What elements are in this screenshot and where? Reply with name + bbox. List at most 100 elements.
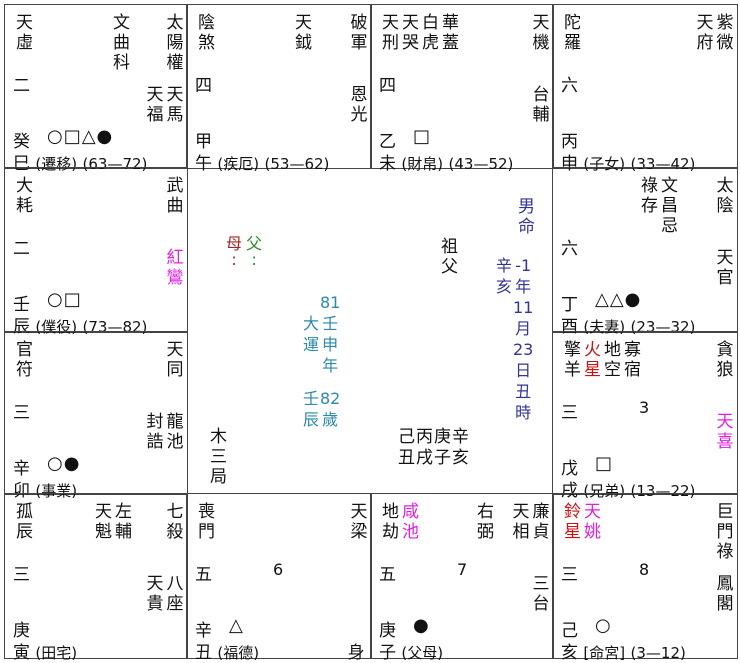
star-label: 封誥: [142, 412, 163, 452]
palace-footer: 戌 (兄弟) (13—22): [561, 476, 695, 501]
right-stars: 貪狼: [713, 340, 733, 380]
palace-number: 三: [561, 565, 578, 585]
mother-info: 母 :: [226, 233, 242, 269]
transformation-marks: □: [595, 453, 614, 474]
star-label: 天虛: [12, 13, 32, 53]
lower-stars: 三台: [529, 574, 549, 614]
dayun-char: 壬: [303, 389, 320, 408]
right-stars: 太陰: [713, 176, 733, 216]
left-stars: 天刑天哭白虎華蓋: [378, 13, 458, 53]
lower-stars: 天官: [712, 248, 733, 288]
star-label: 鳳閣: [712, 574, 733, 614]
pillar-char: 子: [434, 448, 451, 468]
mother-value: :: [231, 250, 237, 269]
mid-stars: 右弼: [473, 502, 493, 542]
palace-digit: 8: [639, 560, 650, 579]
palace-name: (子女): [583, 155, 626, 173]
palace-number: 三: [13, 565, 30, 585]
star-label: 天刑: [378, 13, 398, 53]
age-range: (33—42): [630, 155, 696, 173]
heavenly-stem: 庚: [13, 621, 30, 641]
star-label: 寡宿: [620, 340, 640, 380]
birth-char: 丑: [515, 382, 532, 401]
father-label: 父: [246, 234, 263, 253]
left-stars: 天虛: [12, 13, 32, 53]
right-stars: 太陽權: [162, 13, 183, 73]
star-label: 破軍: [346, 13, 367, 53]
left-stars: 大耗: [12, 176, 32, 216]
birth-char: 亥: [496, 277, 513, 296]
birth-stem-branch: 辛亥: [496, 255, 512, 297]
left-stars: 孤辰: [12, 502, 32, 542]
right-stars: 天機: [529, 13, 549, 53]
dayun-char: 壬: [322, 314, 339, 333]
transformation-marks: ○: [595, 615, 612, 636]
palace-number: 五: [379, 565, 396, 585]
palace-digit: 6: [273, 560, 284, 579]
birth-char: 年: [515, 277, 532, 296]
pillar: 庚子: [434, 427, 451, 469]
star-label: 天貴: [142, 574, 163, 614]
dayun-char: 81: [320, 293, 341, 312]
palace-name: (田宅): [35, 644, 78, 662]
palace-digit: 7: [457, 560, 468, 579]
age-range: (13—22): [630, 482, 696, 500]
heavenly-stem: 乙: [379, 132, 396, 152]
left-stars: 喪門: [194, 502, 214, 542]
palace-name: (疾厄): [217, 155, 260, 173]
earthly-branch: 未: [379, 154, 396, 174]
transformation-marks: ○□△●: [47, 126, 114, 147]
palace-number: 四: [195, 76, 212, 96]
birth-char: -1: [515, 256, 532, 275]
star-label: 天魁: [91, 502, 111, 542]
star-label: 恩光: [346, 85, 367, 125]
star-label: 火星: [580, 340, 600, 380]
pillar: 辛亥: [452, 427, 469, 469]
right-stars: 天相廉貞: [509, 502, 549, 542]
transformation-marks: ○●: [47, 453, 81, 474]
palace-number: 三: [13, 403, 30, 423]
palace-footer: 子 (父母): [379, 638, 443, 663]
palace-footer: 申 (子女) (33—42): [561, 149, 695, 174]
star-label: 天福: [142, 85, 163, 125]
earthly-branch: 子: [379, 643, 396, 663]
palace-name: (財帛): [401, 155, 444, 173]
lower-stars: 鳳閣: [712, 574, 733, 614]
father-value: :: [251, 250, 257, 269]
four-pillars: 己丑丙戌庚子辛亥: [398, 427, 469, 469]
age-range: (43—52): [448, 155, 514, 173]
heavenly-stem: 辛: [13, 459, 30, 479]
mid-stars: 天鉞: [291, 13, 311, 53]
palace-footer: 寅 (田宅): [13, 638, 77, 663]
palace-number: 四: [379, 76, 396, 96]
star-label: 天梁: [346, 502, 367, 542]
heavenly-stem: 癸: [13, 132, 30, 152]
star-label: 天喜: [712, 412, 733, 452]
star-label: 天官: [712, 248, 733, 288]
pillar: 丙戌: [416, 427, 433, 469]
earthly-branch: 卯: [13, 481, 30, 501]
earthly-branch: 辰: [13, 317, 30, 337]
right-stars: 天同: [163, 340, 183, 380]
star-label: 陰煞: [194, 13, 214, 53]
pillar: 己丑: [398, 427, 415, 469]
palace-number: 二: [13, 76, 30, 96]
palace-footer: 丑 (福德): [195, 638, 259, 663]
lower-stars: 天福天馬: [142, 85, 183, 125]
star-label: 祿存: [637, 176, 657, 216]
palace-cell-3: 陀羅天府紫微六丙申 (子女) (33—42): [552, 4, 738, 174]
pillar-char: 丑: [398, 448, 415, 468]
age-range: (63—72): [82, 155, 148, 173]
right-stars: 武曲: [163, 176, 183, 216]
heavenly-stem: 庚: [379, 621, 396, 641]
birth-char: 23: [513, 340, 534, 359]
left-stars: 陰煞: [194, 13, 214, 53]
heavenly-stem: 丙: [561, 132, 578, 152]
dayun-char: 運: [303, 335, 320, 354]
right-stars: 七殺: [163, 502, 183, 542]
mid-stars: 天魁左輔: [91, 502, 131, 542]
left-stars: 陀羅: [560, 13, 580, 53]
palace-footer: 未 (財帛) (43—52): [379, 149, 513, 174]
star-label: 太陽權: [162, 13, 183, 73]
